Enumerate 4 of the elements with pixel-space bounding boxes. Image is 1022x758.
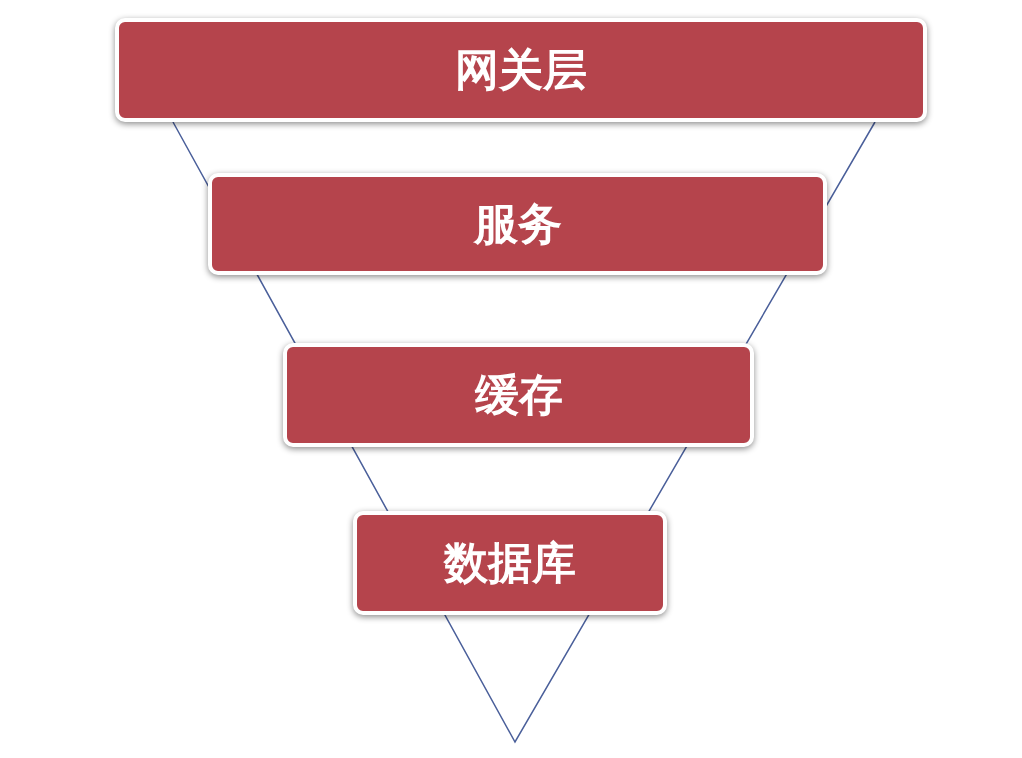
layer-label: 服务 (473, 196, 562, 251)
layer-label: 数据库 (444, 535, 576, 590)
layer-label: 网关层 (455, 42, 587, 97)
layer-label: 缓存 (474, 367, 563, 422)
